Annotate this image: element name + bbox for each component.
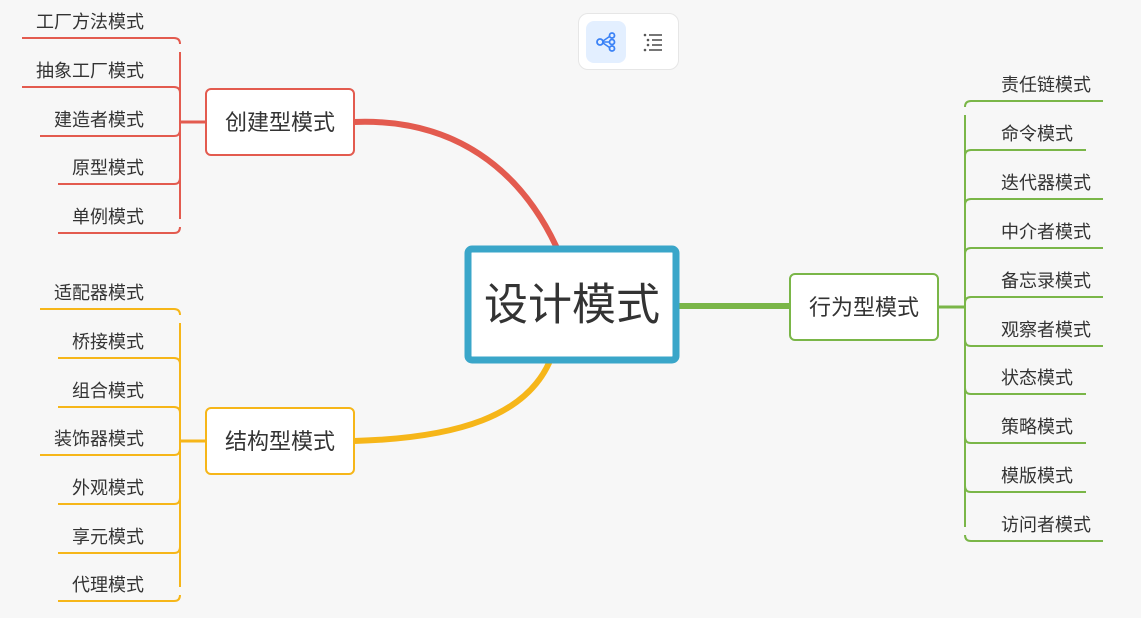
leaf-label: 访问者模式 bbox=[1001, 515, 1091, 536]
leaf-node[interactable]: 抽象工厂模式 bbox=[22, 61, 181, 94]
leaf-node[interactable]: 中介者模式 bbox=[964, 222, 1103, 255]
leaf-node[interactable]: 访问者模式 bbox=[964, 515, 1103, 542]
leaf-node[interactable]: 命令模式 bbox=[964, 124, 1086, 157]
leaf-underline bbox=[58, 546, 181, 554]
leaf-label: 代理模式 bbox=[72, 575, 144, 596]
branch-node-behavioral[interactable]: 行为型模式 bbox=[789, 273, 939, 341]
leaf-node[interactable]: 模版模式 bbox=[964, 466, 1086, 493]
leaf-underline bbox=[58, 406, 181, 414]
leaf-node[interactable]: 策略模式 bbox=[964, 417, 1086, 444]
outline-view-button[interactable] bbox=[633, 21, 673, 63]
leaf-underline bbox=[22, 86, 181, 94]
leaf-underline bbox=[40, 448, 181, 456]
leaf-underline bbox=[58, 497, 181, 505]
root-box bbox=[464, 245, 680, 364]
leaf-label: 组合模式 bbox=[72, 381, 144, 402]
leaf-underline bbox=[964, 534, 1103, 542]
branch-box bbox=[205, 407, 355, 475]
leaf-node[interactable]: 代理模式 bbox=[58, 575, 181, 602]
leaf-label: 建造者模式 bbox=[54, 110, 144, 131]
mindmap-view-icon bbox=[596, 32, 616, 52]
leaf-underline bbox=[58, 177, 181, 185]
leaf-node[interactable]: 外观模式 bbox=[58, 478, 181, 505]
leaf-label: 外观模式 bbox=[72, 478, 144, 499]
leaf-underline bbox=[964, 436, 1086, 444]
leaf-underline bbox=[964, 247, 1103, 255]
leaf-underline bbox=[964, 387, 1086, 395]
leaf-node[interactable]: 工厂方法模式 bbox=[22, 12, 181, 45]
leaf-node[interactable]: 备忘录模式 bbox=[964, 271, 1103, 304]
leaf-node[interactable]: 建造者模式 bbox=[40, 110, 181, 137]
leaf-node[interactable]: 状态模式 bbox=[964, 368, 1086, 395]
leaf-node[interactable]: 组合模式 bbox=[58, 381, 181, 414]
leaf-underline bbox=[22, 37, 181, 45]
leaf-label: 观察者模式 bbox=[1001, 320, 1091, 341]
leaf-label: 享元模式 bbox=[72, 527, 144, 548]
leaf-node[interactable]: 享元模式 bbox=[58, 527, 181, 554]
edge-root-structural bbox=[351, 360, 552, 444]
leaf-node[interactable]: 责任链模式 bbox=[964, 75, 1103, 108]
leaf-label: 备忘录模式 bbox=[1001, 271, 1091, 292]
leaf-underline bbox=[964, 485, 1086, 493]
branch-label: 结构型模式 bbox=[225, 430, 335, 455]
outline-view-icon bbox=[643, 33, 662, 52]
leaf-label: 工厂方法模式 bbox=[36, 12, 144, 33]
branch-label: 创建型模式 bbox=[225, 111, 335, 136]
leaf-label: 原型模式 bbox=[72, 158, 144, 179]
leaf-node[interactable]: 装饰器模式 bbox=[40, 429, 181, 456]
leaf-label: 状态模式 bbox=[1001, 368, 1073, 389]
leaf-label: 模版模式 bbox=[1001, 466, 1073, 487]
leaf-label: 单例模式 bbox=[72, 207, 144, 228]
leaf-underline bbox=[964, 198, 1103, 206]
leaf-label: 命令模式 bbox=[1001, 124, 1073, 145]
leaf-node[interactable]: 观察者模式 bbox=[964, 320, 1103, 347]
leaf-label: 策略模式 bbox=[1001, 417, 1073, 438]
leaf-node[interactable]: 原型模式 bbox=[58, 158, 181, 185]
leaf-underline bbox=[58, 226, 181, 234]
leaf-node[interactable]: 迭代器模式 bbox=[964, 173, 1103, 206]
leaf-node[interactable]: 单例模式 bbox=[58, 207, 181, 234]
leaf-underline bbox=[40, 308, 181, 316]
leaf-underline bbox=[58, 594, 181, 602]
leaf-label: 抽象工厂模式 bbox=[36, 61, 144, 82]
leaf-node[interactable]: 桥接模式 bbox=[58, 332, 181, 365]
leaf-label: 中介者模式 bbox=[1001, 222, 1091, 243]
leaf-underline bbox=[964, 339, 1103, 347]
leaf-label: 桥接模式 bbox=[72, 332, 144, 353]
view-toolbar bbox=[578, 13, 679, 70]
leaf-underline bbox=[964, 100, 1103, 108]
root-label: 设计模式 bbox=[484, 280, 660, 331]
branch-label: 行为型模式 bbox=[809, 296, 919, 321]
leaf-underline bbox=[964, 149, 1086, 157]
branch-node-structural[interactable]: 结构型模式 bbox=[205, 407, 355, 475]
leaf-label: 适配器模式 bbox=[54, 283, 144, 304]
leaf-label: 装饰器模式 bbox=[54, 429, 144, 450]
mindmap-view-button[interactable] bbox=[586, 21, 626, 63]
leaf-node[interactable]: 适配器模式 bbox=[40, 283, 181, 316]
leaf-label: 迭代器模式 bbox=[1001, 173, 1091, 194]
leaf-underline bbox=[964, 296, 1103, 304]
branch-box bbox=[789, 273, 939, 341]
leaf-underline bbox=[40, 129, 181, 137]
leaf-underline bbox=[58, 357, 181, 365]
branch-node-creational[interactable]: 创建型模式 bbox=[205, 88, 355, 156]
leaf-label: 责任链模式 bbox=[1001, 75, 1091, 96]
root-node[interactable]: 设计模式 bbox=[464, 245, 680, 364]
branch-box bbox=[205, 88, 355, 156]
edge-root-creational bbox=[351, 118, 559, 249]
